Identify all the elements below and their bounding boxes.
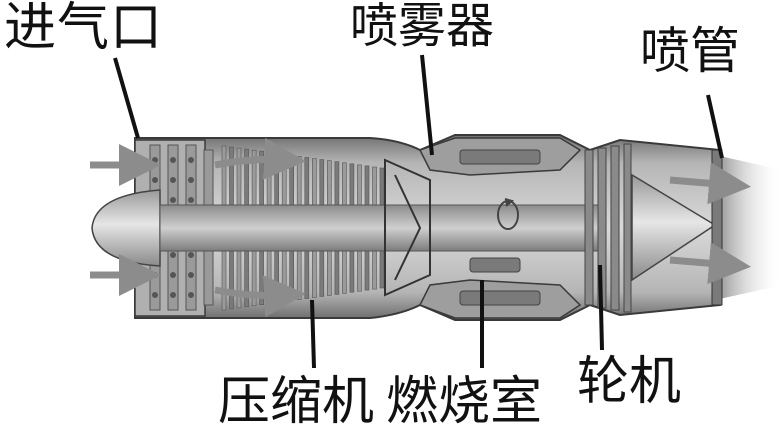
exhaust-plume [715,155,783,300]
label-turbine: 轮机 [577,352,682,412]
label-nozzle: 喷管 [640,22,740,80]
diffuser-frame [384,158,431,297]
rotation-arrow-icon [497,198,519,230]
nozzle-lip [711,149,723,306]
main-shaft [159,204,601,252]
tail-cone [631,173,717,282]
label-injector: 喷雾器 [350,0,495,54]
label-compressor: 压缩机 [218,372,375,432]
airflow-arrows [90,137,751,318]
inlet-spinner [91,189,161,267]
label-inlet: 进气口 [4,0,164,58]
label-combustor: 燃烧室 [386,372,543,432]
leader-lines [113,54,724,369]
